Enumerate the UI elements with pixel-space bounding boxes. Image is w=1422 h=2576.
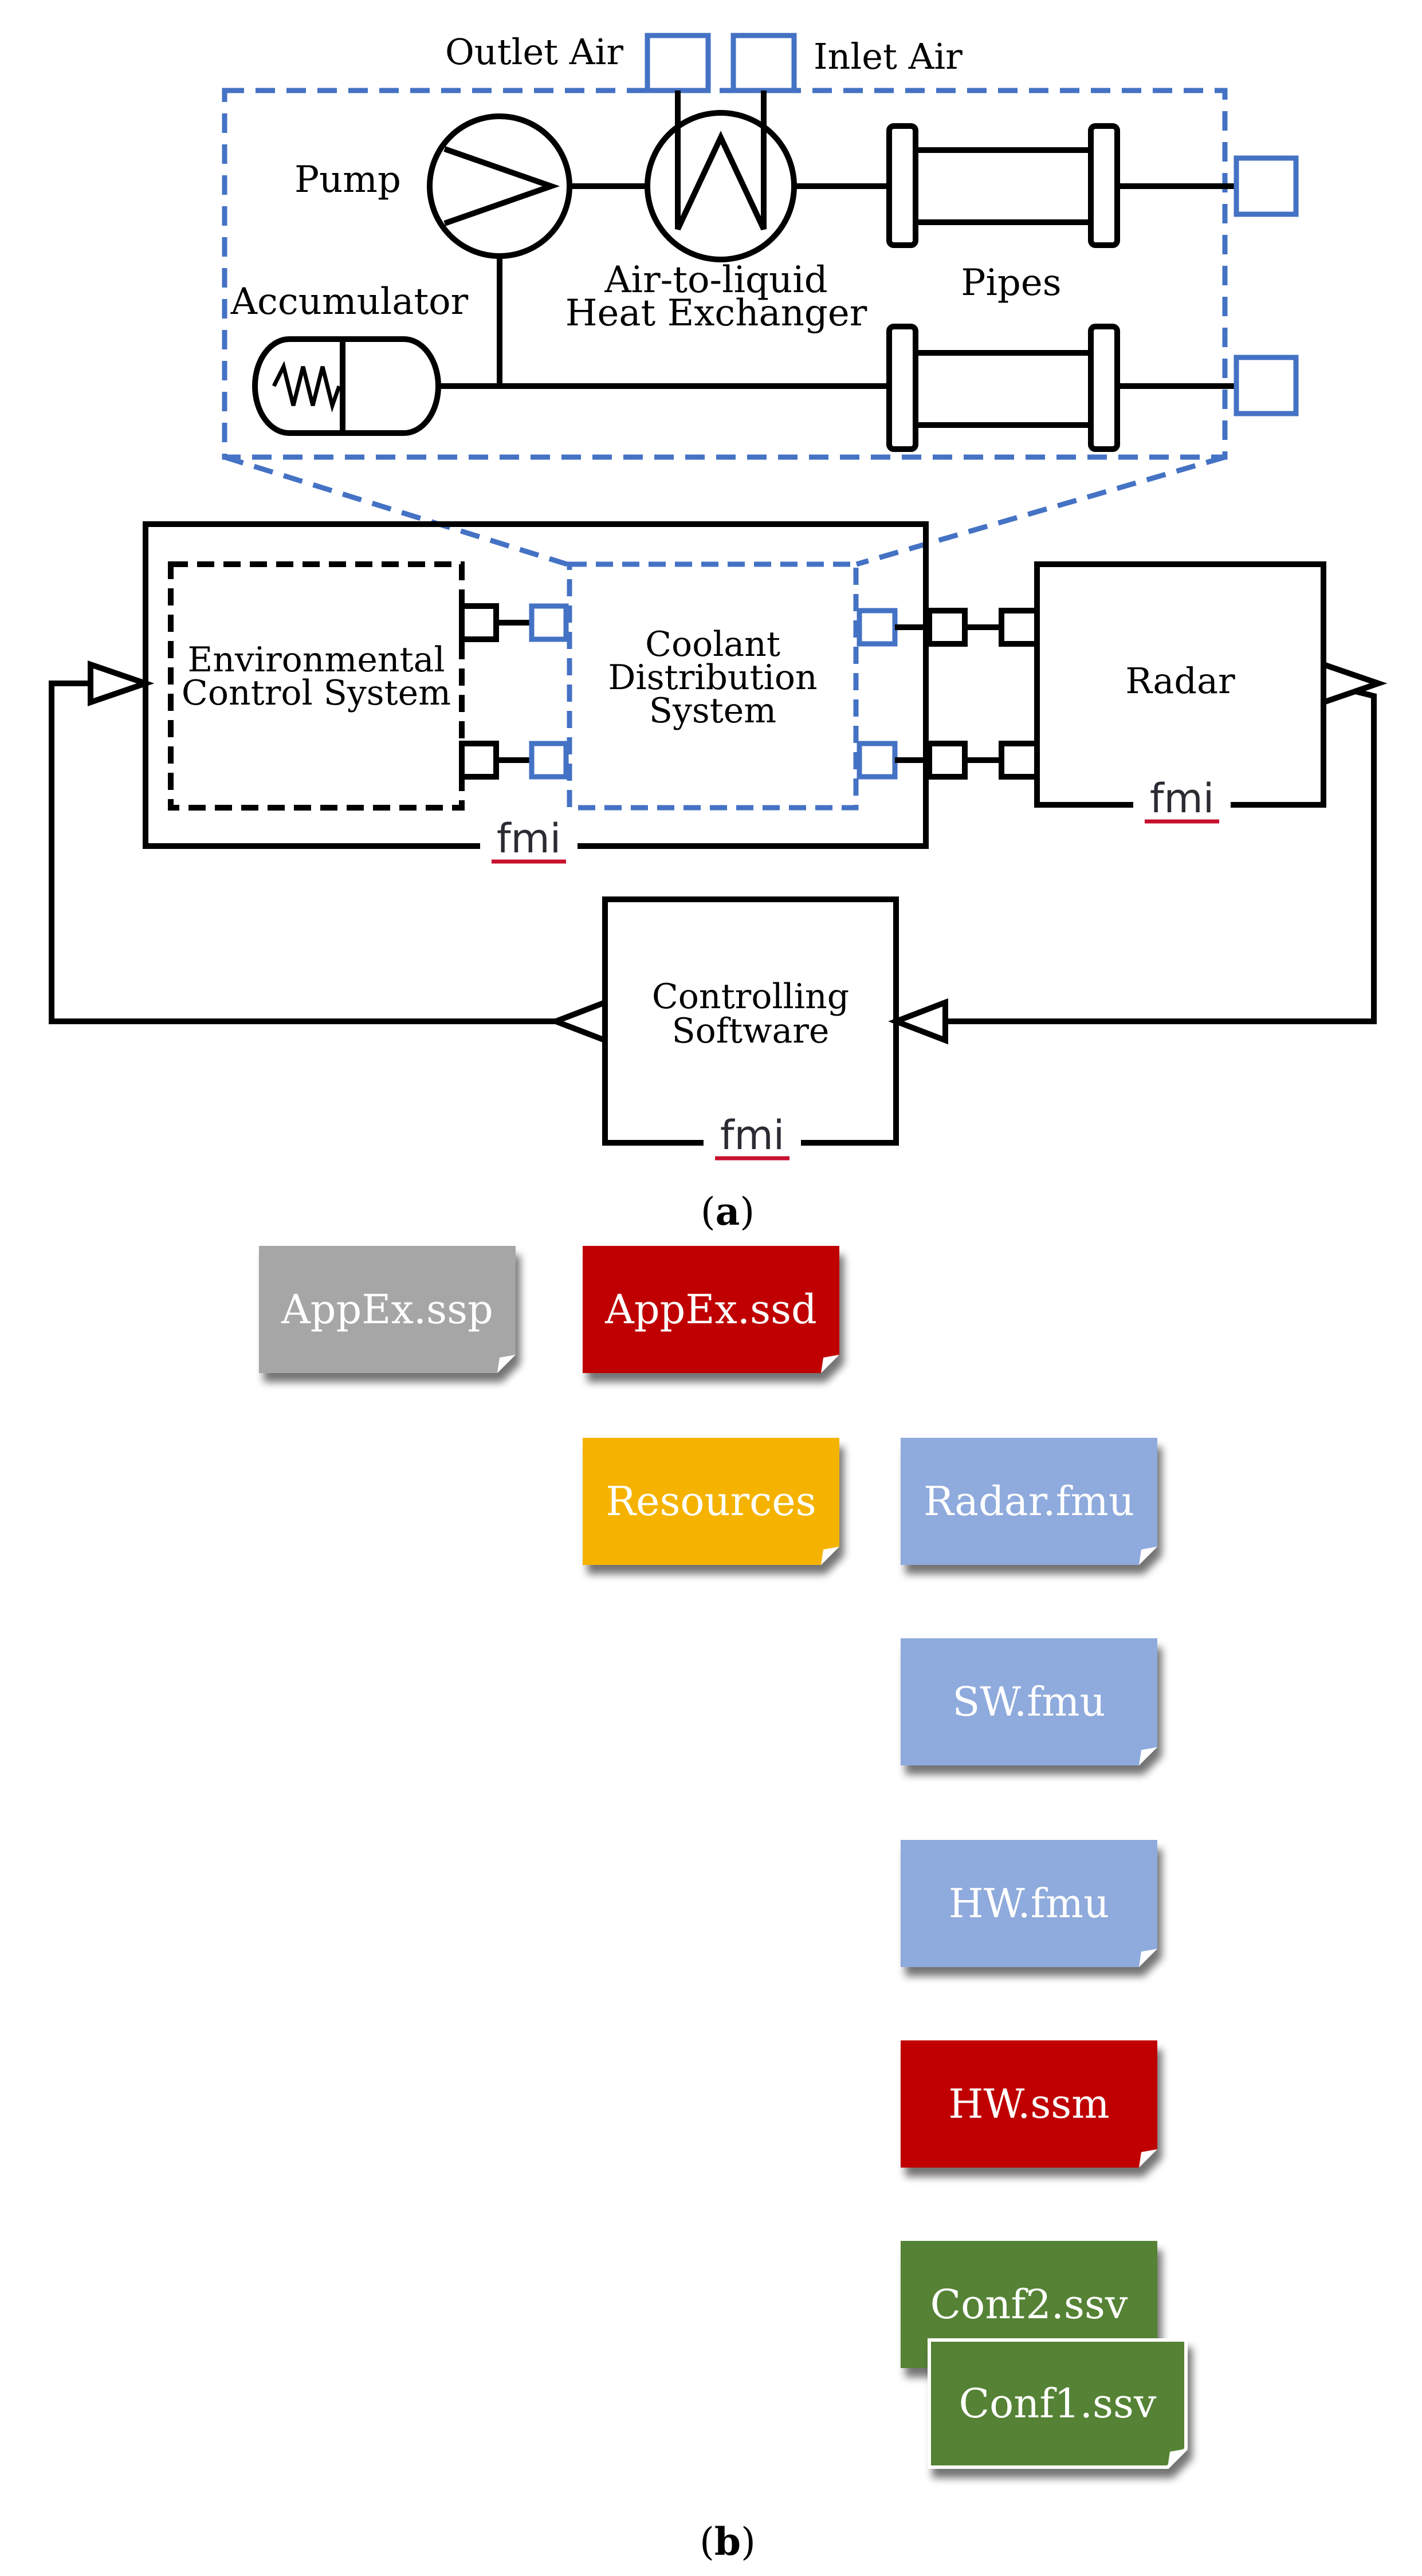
cds-detail-panel: Outlet Air Inlet Air Pump Air-to-liquid … (222, 31, 1299, 567)
caption-b: (b) (700, 2519, 756, 2564)
svg-text:fmi: fmi (720, 1112, 784, 1159)
file-appex-ssp-label: AppEx.ssp (281, 1286, 493, 1333)
folder-resources-label: Resources (606, 1478, 816, 1525)
outlet-air-port (645, 33, 711, 93)
fmi-logo-icon: fmi (1133, 775, 1231, 824)
software-label-line1: Controlling (652, 977, 849, 1017)
caption-a: (a) (701, 1189, 755, 1234)
cds-label-line3: System (649, 691, 776, 731)
cds-box (567, 561, 859, 811)
pipe-top-port (1234, 155, 1299, 217)
software-input-arrow (888, 998, 948, 1045)
hx-label-line2: Heat Exchanger (565, 292, 867, 335)
fmi-logo-icon: fmi (704, 1112, 801, 1161)
ecs-label-line1: Environmental (187, 640, 445, 680)
file-appex-ssp (259, 1246, 516, 1373)
file-conf1-ssv (928, 2338, 1188, 2469)
file-hw-fmu-label: HW.fmu (949, 1880, 1109, 1927)
outlet-air-label: Outlet Air (445, 31, 623, 73)
detail-frame (222, 88, 1228, 460)
file-hw-ssm-label: HW.ssm (948, 2081, 1109, 2127)
accumulator-icon (252, 336, 441, 436)
file-sw-fmu (901, 1638, 1157, 1765)
cds-label-line2: Distribution (608, 658, 817, 698)
file-radar-fmu-label: Radar.fmu (924, 1478, 1134, 1525)
inlet-air-label: Inlet Air (814, 36, 963, 77)
file-hw-ssm (901, 2040, 1157, 2168)
software-output-arrow (548, 998, 608, 1045)
ecs-box (168, 561, 465, 811)
pipes-label: Pipes (961, 262, 1061, 304)
radar-label: Radar (1125, 660, 1235, 702)
file-appex-ssd (583, 1246, 839, 1373)
ecs-label-line2: Control System (182, 673, 451, 713)
system-block-diagram: Environmental Control System Coolant Dis… (49, 521, 1388, 1161)
radar-output-arrow (1321, 660, 1388, 707)
software-label-line2: Software (672, 1011, 830, 1051)
pipe-bottom-icon (886, 324, 1120, 452)
file-conf1-ssv-label: Conf1.ssv (959, 2380, 1157, 2427)
file-sw-fmu-label: SW.fmu (952, 1678, 1105, 1725)
pump-label: Pump (294, 159, 401, 201)
pipe-bottom-port (1234, 355, 1299, 416)
fmi-logo-icon: fmi (480, 815, 578, 864)
svg-text:fmi: fmi (497, 815, 561, 862)
file-hw-fmu (901, 1840, 1157, 1967)
svg-text:fmi: fmi (1150, 775, 1214, 822)
file-appex-ssd-label: AppEx.ssd (604, 1286, 817, 1333)
hx-label-line1: Air-to-liquid (604, 259, 827, 301)
accumulator-label: Accumulator (230, 281, 469, 323)
folder-resources (583, 1438, 839, 1565)
file-radar-fmu (901, 1438, 1157, 1565)
pipe-top-icon (886, 123, 1120, 248)
pump-icon (427, 113, 572, 259)
cds-label-line1: Coolant (645, 624, 780, 664)
ecs-input-arrow (88, 660, 155, 707)
file-conf2-ssv-label: Conf2.ssv (930, 2281, 1128, 2328)
ssp-file-structure: AppEx.ssp AppEx.ssd Resources Radar.fmu … (259, 1246, 1188, 2469)
heat-exchanger-icon (645, 110, 797, 262)
inlet-air-port (730, 33, 797, 93)
